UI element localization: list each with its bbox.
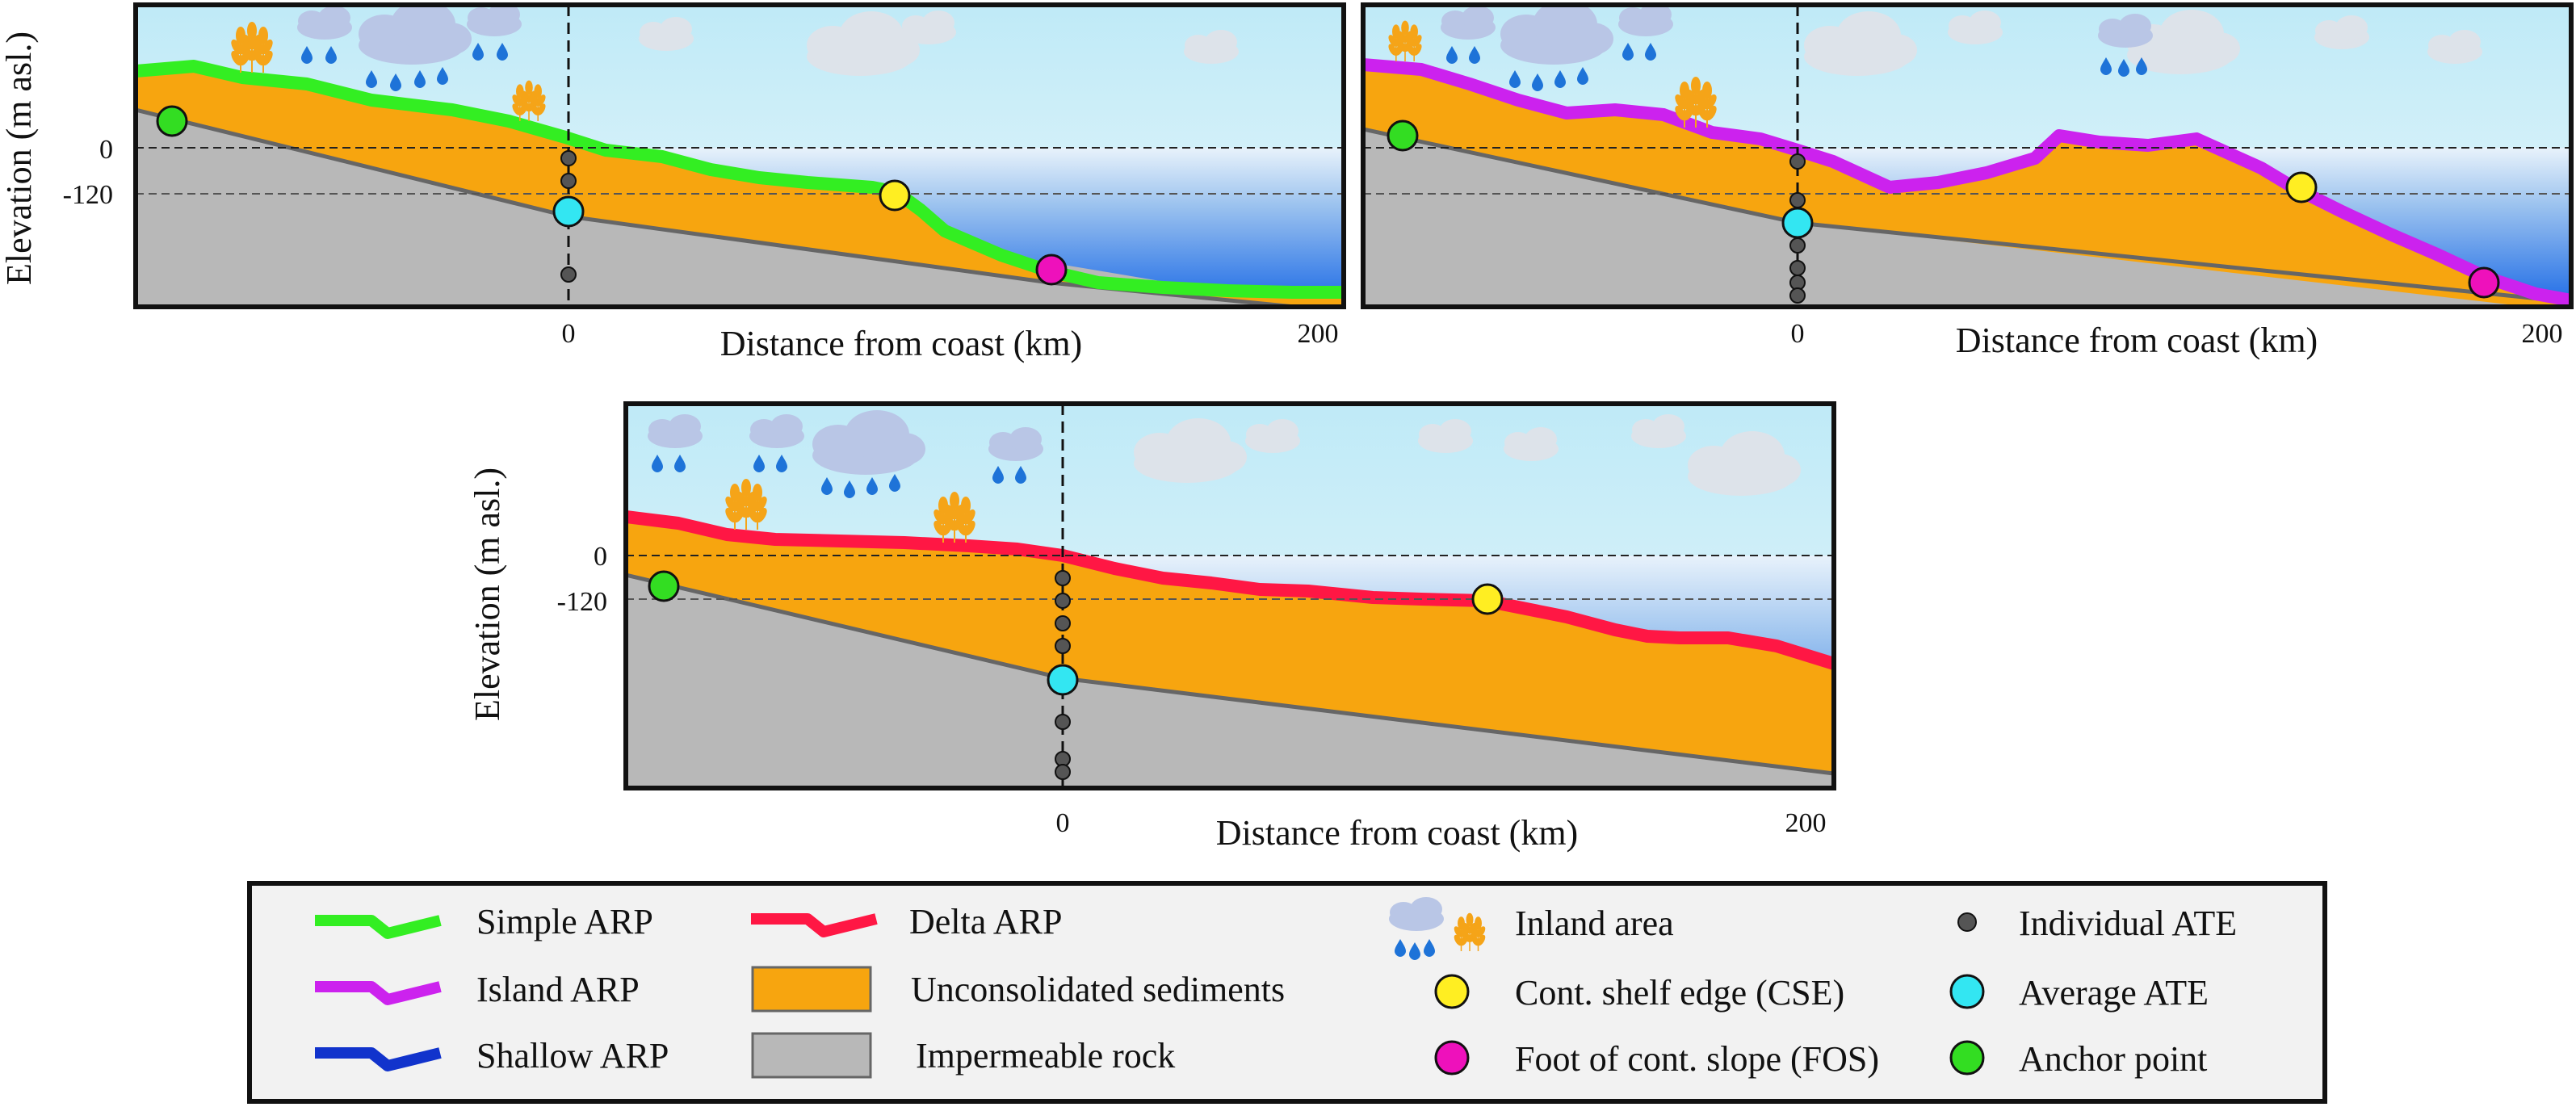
x-tick-0: 0 (1056, 808, 1070, 838)
legend-swatch-fos (1434, 1040, 1470, 1076)
legend-label-shallow-arp: Shallow ARP (476, 1036, 669, 1076)
x-tick-200: 200 (1785, 808, 1827, 838)
legend-label-inland-area: Inland area (1515, 904, 1674, 943)
x-axis-label: Distance from coast (km) (720, 324, 1082, 363)
y-axis-label: Elevation (m asl.) (0, 31, 39, 285)
legend-label-fos: Foot of cont. slope (FOS) (1515, 1039, 1879, 1079)
y-axis-label: Elevation (m asl.) (468, 468, 507, 721)
y-tick-minus120: -120 (557, 587, 607, 617)
y-tick-0: 0 (99, 135, 113, 165)
legend-swatch-cse (1434, 974, 1470, 1009)
legend-swatch-island-arp (315, 981, 442, 1005)
legend-swatch-individual-ate (1957, 912, 1977, 932)
legend-label-average-ate: Average ATE (2019, 973, 2209, 1013)
x-axis-label: Distance from coast (km) (1216, 813, 1578, 853)
panel-simple-arp: 0 -120 0 200 Distance from coast (km) El… (0, 2, 1346, 363)
legend-label-sediments: Unconsolidated sediments (911, 970, 1285, 1009)
y-tick-minus120: -120 (63, 180, 113, 210)
legend-label-island-arp: Island ARP (476, 970, 640, 1009)
x-tick-200: 200 (2522, 319, 2563, 349)
legend-swatch-sediments (751, 966, 872, 1013)
x-tick-200: 200 (1298, 319, 1339, 349)
legend-label-delta-arp: Delta ARP (909, 902, 1062, 941)
legend-swatch-anchor-point (1949, 1040, 1985, 1076)
panel-delta-arp: 0 -120 0 200 Distance from coast (km) El… (468, 401, 1836, 853)
legend-label-rock: Impermeable rock (916, 1036, 1175, 1076)
legend-label-individual-ate: Individual ATE (2019, 904, 2237, 943)
legend-label-simple-arp: Simple ARP (476, 902, 653, 941)
y-tick-0: 0 (594, 542, 607, 572)
legend-label-cse: Cont. shelf edge (CSE) (1515, 973, 1844, 1013)
x-axis-label: Distance from coast (km) (1956, 321, 2318, 360)
legend-swatch-simple-arp (315, 915, 442, 939)
legend-swatch-shallow-arp (315, 1047, 442, 1071)
legend-swatch-delta-arp (751, 913, 878, 937)
x-tick-0: 0 (1791, 319, 1805, 349)
legend-swatch-average-ate (1949, 974, 1985, 1009)
legend-label-anchor-point: Anchor point (2019, 1039, 2207, 1079)
legend: Simple ARP Island ARP Shallow ARP Delta … (247, 881, 2327, 1104)
x-tick-0: 0 (562, 319, 576, 349)
panel-island-arp: 0 200 Distance from coast (km) (1361, 2, 2574, 360)
legend-swatch-rock (751, 1032, 872, 1079)
